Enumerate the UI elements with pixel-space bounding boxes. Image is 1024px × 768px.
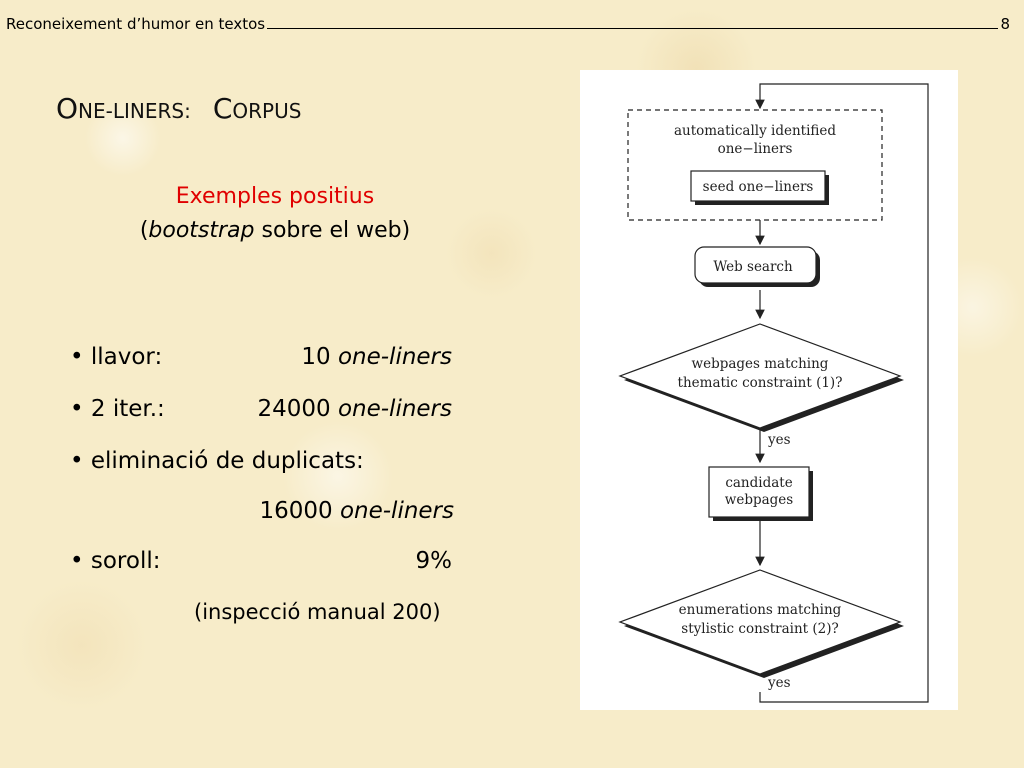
- subtitle-positive-examples: Exemples positius: [175, 184, 375, 209]
- flowchart-figure: automatically identified one−liners seed…: [580, 70, 958, 710]
- yes-label-2: yes: [767, 675, 791, 691]
- course-title: Reconeixement d’humor en textos: [6, 15, 266, 33]
- bullet-seed-label: • llavor:: [70, 344, 163, 370]
- seed-box: [690, 170, 826, 202]
- decision2-diamond: [618, 569, 902, 675]
- bullet-seed-number: 10: [301, 344, 338, 370]
- bullet-dedup-value: 16000 one-liners: [259, 498, 454, 524]
- header-rule: [267, 28, 999, 29]
- seed-box-label: seed one−liners: [703, 179, 814, 195]
- auto-identified-group-box: [627, 109, 883, 221]
- subtitle-rest: sobre el web): [254, 218, 411, 243]
- title-initial-c: C: [212, 92, 233, 125]
- slide-title: ONE-LINERS: CORPUS: [56, 92, 301, 125]
- web-search-box: [694, 246, 817, 284]
- candidate-line2: webpages: [725, 492, 794, 508]
- bullet-seed-unit: one-liners: [337, 344, 452, 370]
- yes-label-1: yes: [767, 432, 791, 448]
- title-one-liners: NE-LINERS:: [78, 99, 191, 123]
- candidate-line1: candidate: [725, 475, 792, 491]
- bullet-iter-number: 24000: [257, 396, 338, 422]
- bullet-noise-label: • soroll:: [70, 548, 161, 574]
- flowchart-svg: automatically identified one−liners seed…: [618, 83, 929, 703]
- title-corpus: ORPUS: [232, 99, 302, 123]
- decision1-diamond: [618, 323, 902, 429]
- manual-inspection-note: (inspecció manual 200): [194, 600, 441, 624]
- group-label-line2: one−liners: [718, 141, 793, 157]
- subtitle-paren: (: [139, 218, 149, 243]
- decision1-line2: thematic constraint (1)?: [678, 375, 843, 391]
- decision1-line1: webpages matching: [692, 356, 829, 372]
- title-initial-o: O: [56, 92, 79, 125]
- bullet-iter-value: 24000 one-liners: [257, 396, 452, 422]
- bullet-seed-value: 10 one-liners: [301, 344, 452, 370]
- decision2-line1: enumerations matching: [679, 602, 842, 618]
- subtitle-bootstrap: (bootstrap sobre el web): [60, 215, 490, 247]
- bullet-noise-number: 9%: [415, 548, 453, 574]
- decision2-line2: stylistic constraint (2)?: [681, 621, 838, 637]
- page-number: 8: [1000, 15, 1010, 33]
- web-search-label: Web search: [713, 259, 793, 275]
- bullet-iter-label: • 2 iter.:: [70, 396, 165, 422]
- subtitle-bootstrap-word: bootstrap: [148, 218, 255, 243]
- group-label-line1: automatically identified: [674, 123, 836, 139]
- slide-header: Reconeixement d’humor en textos 8: [6, 11, 1010, 33]
- bullet-dedup-number: 16000: [259, 498, 340, 524]
- bullet-dedup-unit: one-liners: [339, 498, 454, 524]
- candidate-box: [708, 466, 810, 518]
- bullet-dedup-label: • eliminació de duplicats:: [70, 448, 364, 474]
- feedback-loop-arrow: [755, 83, 929, 703]
- bullet-iter-unit: one-liners: [337, 396, 452, 422]
- bullet-noise-value: 9%: [416, 548, 453, 574]
